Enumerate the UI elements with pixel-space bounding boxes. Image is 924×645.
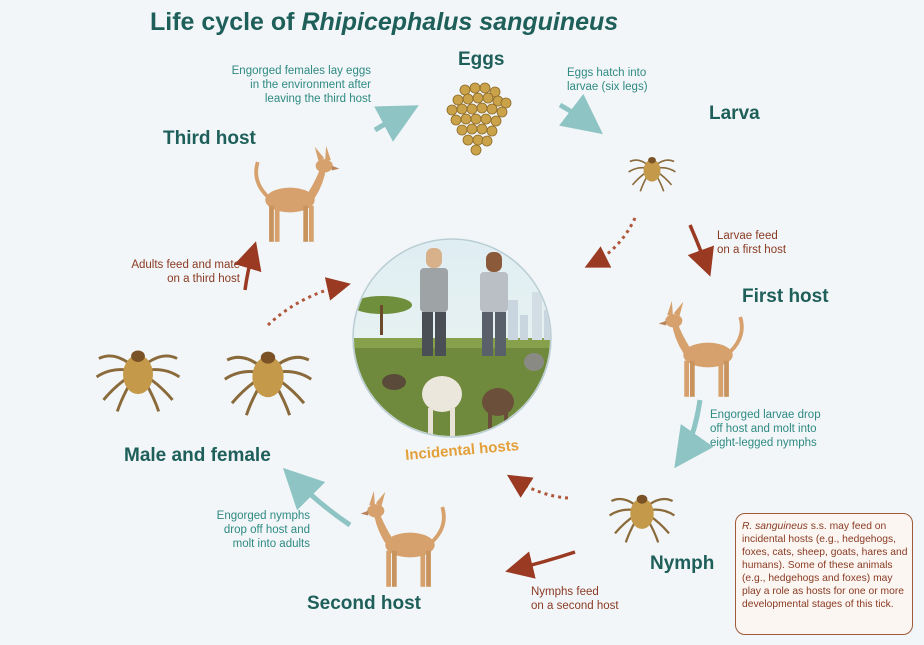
male-tick [97, 350, 180, 411]
eggs-cluster [447, 83, 511, 155]
stage-eggs: Eggs [458, 49, 504, 71]
larva-tick [629, 157, 676, 191]
third-host-dog [256, 146, 339, 242]
stage-first-host: First host [742, 286, 829, 308]
nymph-tick [610, 495, 675, 543]
info-box: R. sanguineus s.s. may feed on incidenta… [735, 513, 913, 635]
female-tick [225, 352, 311, 416]
page-title: Life cycle of Rhipicephalus sanguineus [150, 8, 618, 37]
stage-second-host: Second host [307, 593, 421, 615]
incidental-hosts-circle [350, 239, 580, 445]
stage-male-female: Male and female [124, 445, 271, 467]
second-host-dog [361, 491, 444, 587]
stage-nymph: Nymph [650, 553, 714, 575]
stage-third-host: Third host [163, 128, 256, 150]
stage-larva: Larva [709, 103, 760, 125]
info-box-text: R. sanguineus s.s. may feed on incidenta… [742, 520, 908, 611]
first-host-dog [659, 301, 742, 397]
